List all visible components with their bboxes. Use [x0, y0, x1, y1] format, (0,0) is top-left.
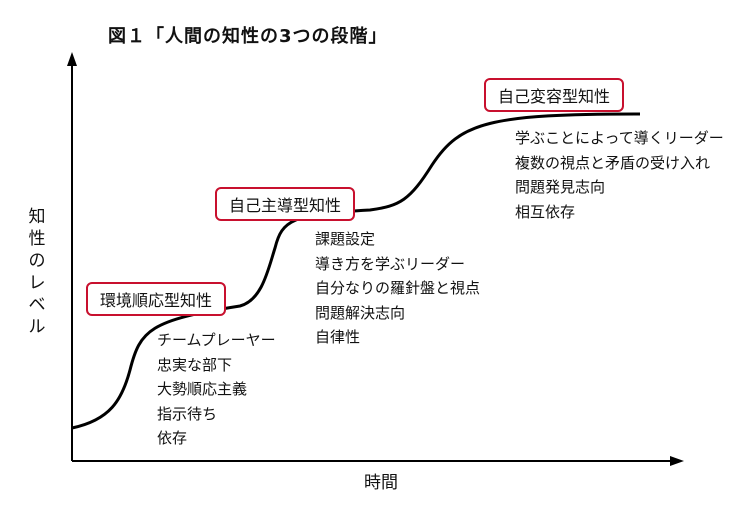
trait-item: 相互依存: [515, 202, 576, 221]
y-axis-label: 知性のレベル: [28, 207, 46, 337]
trait-item: 自律性: [315, 328, 361, 346]
x-axis-arrowhead: [670, 456, 684, 466]
trait-item: 課題設定: [315, 230, 376, 248]
trait-item: 依存: [157, 429, 188, 447]
trait-item: 指示待ち: [157, 404, 218, 423]
trait-item: 大勢順応主義: [157, 380, 248, 398]
trait-item: 忠実な部下: [157, 355, 233, 374]
stage-traits-self-authoring: 課題設定 導き方を学ぶリーダー 自分なりの羅針盤と視点 問題解決志向 自律性: [315, 227, 480, 350]
diagram-title: 図１「人間の知性の3つの段階」: [108, 26, 388, 47]
trait-item: 複数の視点と矛盾の受け入れ: [515, 153, 711, 172]
stage-box-self-transforming: 自己変容型知性: [484, 78, 625, 112]
trait-item: 問題解決志向: [315, 303, 406, 322]
growth-curve: [71, 112, 641, 430]
trait-item: 学ぶことによって導くリーダー: [515, 129, 724, 147]
x-axis-label: 時間: [364, 473, 398, 493]
stage-box-adaptive: 環境順応型知性: [86, 282, 227, 316]
trait-item: チームプレーヤー: [157, 331, 276, 349]
stage-traits-self-transforming: 学ぶことによって導くリーダー 複数の視点と矛盾の受け入れ 問題発見志向 相互依存: [515, 126, 724, 224]
stage-traits-adaptive: チームプレーヤー 忠実な部下 大勢順応主義 指示待ち 依存: [157, 328, 276, 451]
trait-item: 導き方を学ぶリーダー: [315, 254, 466, 273]
stage-box-self-authoring: 自己主導型知性: [215, 187, 356, 221]
trait-item: 自分なりの羅針盤と視点: [315, 279, 481, 297]
trait-item: 問題発見志向: [515, 178, 606, 196]
y-axis-arrowhead: [67, 52, 77, 66]
